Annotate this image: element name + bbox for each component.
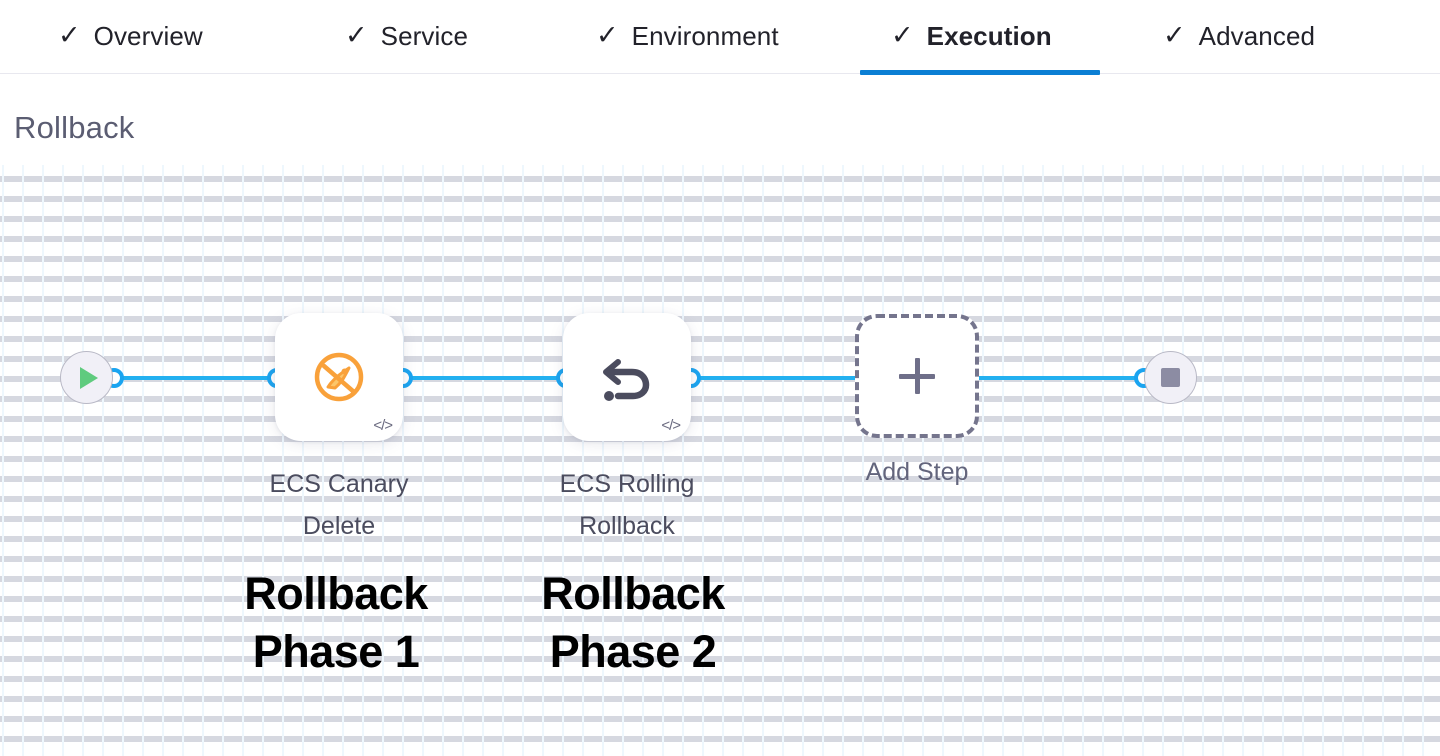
step-label-line2: Delete [302,512,376,540]
page-title: Rollback [14,110,135,145]
pipeline-canvas[interactable]: </> </> [0,165,1440,756]
tab-advanced[interactable]: ✓ Advanced [1157,0,1321,73]
step-label-line1: ECS Rolling [559,470,695,498]
check-icon: ✓ [345,20,368,50]
tab-environment[interactable]: ✓ Environment [590,0,785,73]
add-step-button[interactable] [855,314,979,438]
check-icon: ✓ [1163,20,1186,50]
step-label-line1: ECS Canary [269,470,409,498]
step-label-line2: Rollback [579,512,675,540]
ecs-canary-delete-icon [275,313,403,441]
pipeline-graph: </> </> [0,165,1440,756]
tab-execution-label: Execution [926,21,1052,51]
connector-step2-to-addstep [686,376,866,380]
tab-environment-label: Environment [631,21,779,51]
annotation-line1: Rollback [244,568,428,619]
check-icon: ✓ [596,20,619,50]
check-icon: ✓ [891,20,914,50]
connector-step1-to-step2 [398,376,573,380]
tab-overview[interactable]: ✓ Overview [52,0,209,73]
rollback-arrow-icon [563,313,691,441]
play-icon [80,366,98,389]
step-label-ecs-canary-delete: ECS Canary Delete [234,463,444,547]
step-card-ecs-canary-delete[interactable]: </> [275,313,403,441]
connector-start-to-step1 [110,376,285,380]
stop-icon [1161,368,1180,387]
add-step-label: Add Step [865,458,969,486]
tab-execution[interactable]: ✓ Execution [885,0,1058,73]
active-tab-indicator [860,70,1100,75]
annotation-rollback-phase-1: Rollback Phase 1 [196,565,476,681]
step-label-ecs-rolling-rollback: ECS Rolling Rollback [522,463,732,547]
annotation-line1: Rollback [541,568,725,619]
tab-advanced-label: Advanced [1198,21,1316,51]
end-node[interactable] [1144,351,1197,404]
code-icon[interactable]: </> [373,417,393,434]
start-node[interactable] [60,351,113,404]
stage-tab-bar: ✓ Overview ✓ Service ✓ Environment ✓ Exe… [0,0,1440,74]
tab-service[interactable]: ✓ Service [339,0,474,73]
step-card-ecs-rolling-rollback[interactable]: </> [563,313,691,441]
check-icon: ✓ [58,20,81,50]
connector-addstep-to-end [968,376,1150,380]
annotation-line2: Phase 1 [252,626,420,677]
annotation-line2: Phase 2 [549,626,717,677]
tab-service-label: Service [380,21,469,51]
code-icon[interactable]: </> [661,417,681,434]
annotation-rollback-phase-2: Rollback Phase 2 [493,565,773,681]
tab-overview-label: Overview [93,21,203,51]
